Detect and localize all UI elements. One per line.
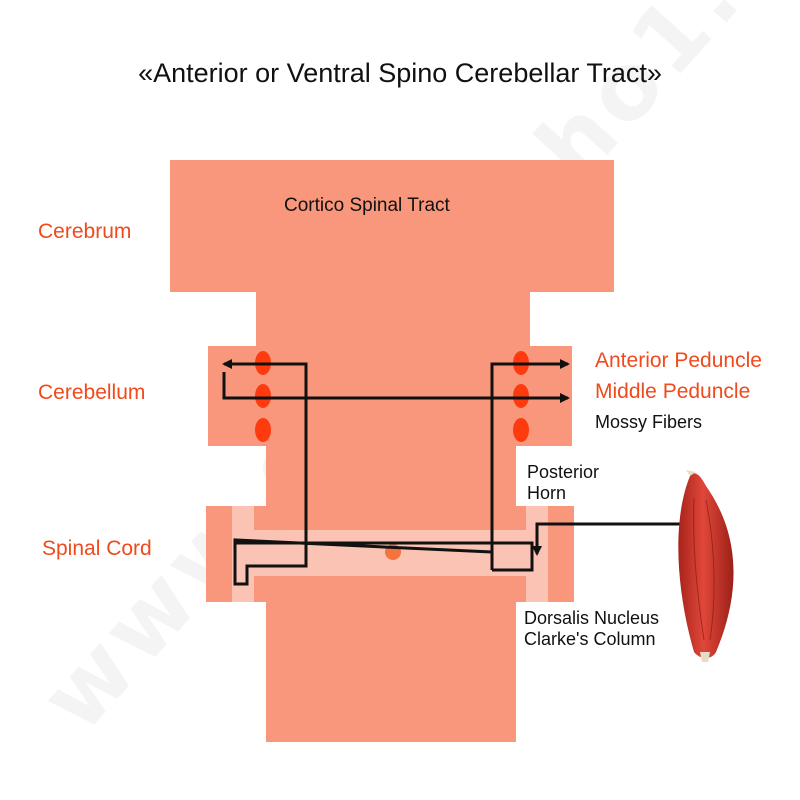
pathway-middle-peduncle	[222, 372, 570, 403]
label-posterior-horn-line1: Posterior	[527, 462, 600, 482]
nucleus-right-3	[513, 418, 529, 442]
spinal-column-lower	[266, 578, 516, 742]
brainstem-lower	[266, 446, 516, 508]
label-dorsalis-nucleus-line1: Dorsalis Nucleus	[524, 608, 660, 628]
label-posterior-horn: Posterior Horn	[527, 462, 599, 504]
nucleus-left-3	[255, 418, 271, 442]
label-mossy-fibers: Mossy Fibers	[595, 412, 703, 432]
label-spinal-cord: Spinal Cord	[42, 537, 152, 560]
label-middle-peduncle: Middle Peduncle	[595, 380, 751, 403]
muscle-icon	[678, 470, 734, 662]
label-cortico-spinal-tract: Cortico Spinal Tract	[284, 195, 450, 216]
label-clarkes-column: Clarke's Column	[524, 629, 656, 649]
pathway-anterior-peduncle	[490, 359, 570, 570]
page-title: «Anterior or Ventral Spino Cerebellar Tr…	[138, 58, 662, 88]
cerebrum-block	[170, 160, 614, 292]
label-dorsalis-nucleus: Dorsalis Nucleus Clarke's Column	[524, 608, 659, 650]
nucleus-right-2	[513, 384, 529, 408]
label-posterior-horn-line2: Horn	[527, 483, 567, 503]
label-cerebrum: Cerebrum	[38, 220, 132, 243]
label-anterior-peduncle: Anterior Peduncle	[595, 349, 762, 372]
nucleus-left-2	[255, 384, 271, 408]
pathway-cord-crossing	[235, 541, 534, 572]
label-cerebellum: Cerebellum	[38, 381, 146, 404]
brainstem-upper	[256, 292, 530, 352]
